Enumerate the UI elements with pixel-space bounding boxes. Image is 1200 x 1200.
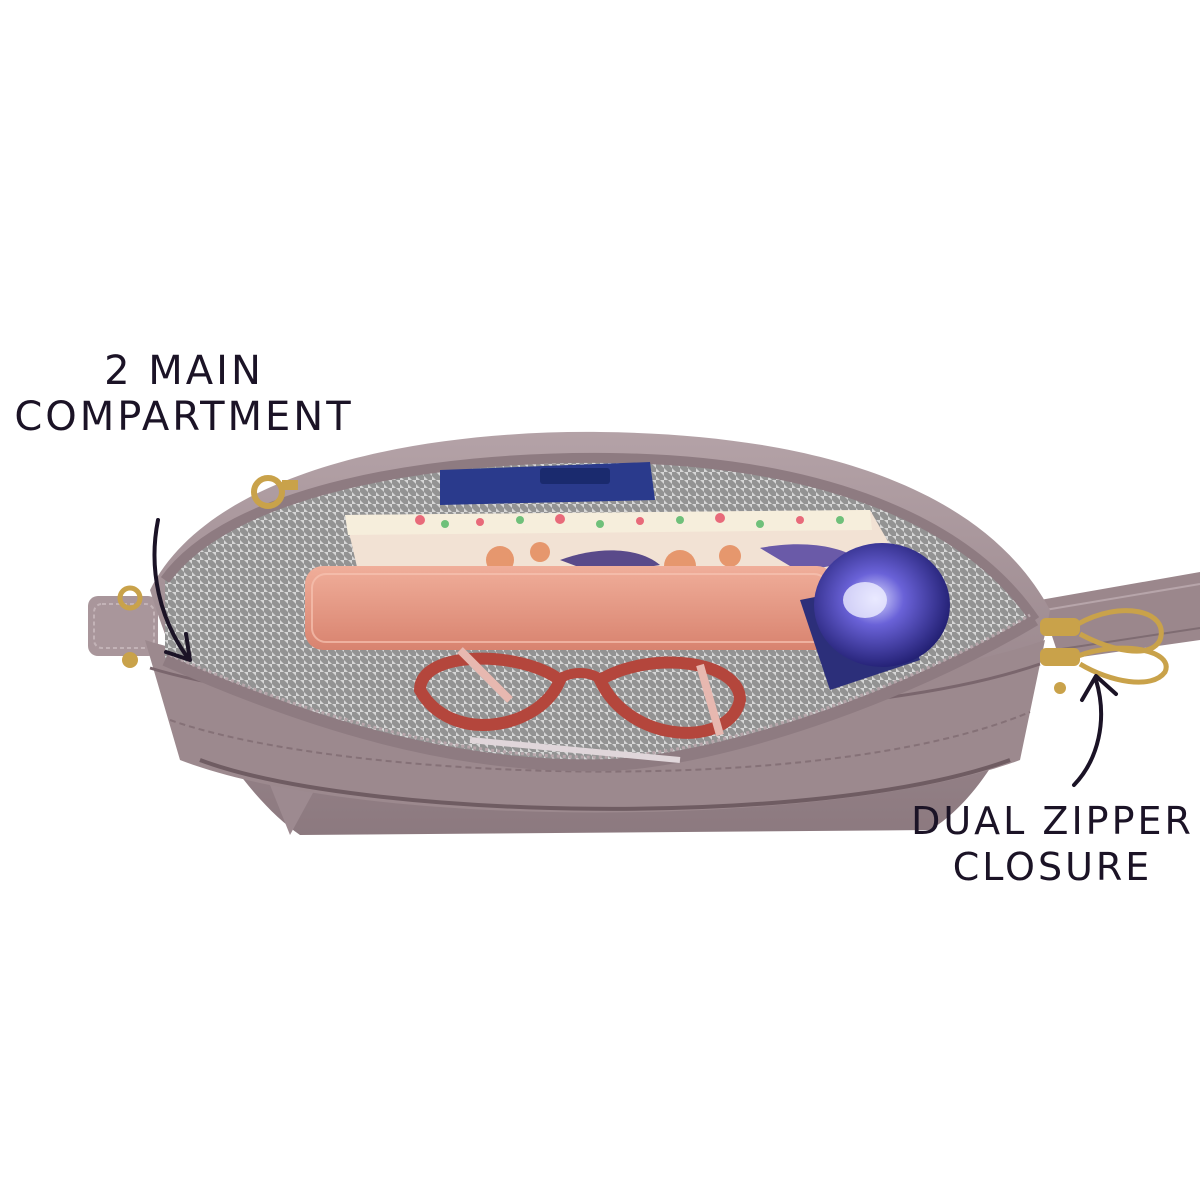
sunglasses <box>413 647 747 763</box>
zipper-pull-icon <box>1040 608 1169 694</box>
wallet <box>305 566 835 650</box>
gold-ring-icon <box>251 475 298 509</box>
arrow-left-icon <box>152 518 192 662</box>
strap-tab-left <box>88 585 158 668</box>
callout-main-compartment: 2 MAIN COMPARTMENT <box>14 348 354 440</box>
phone <box>440 462 655 505</box>
bottle <box>800 543 950 690</box>
callout-zipper-line2: CLOSURE <box>952 845 1153 889</box>
callout-main-compartment-line2: COMPARTMENT <box>14 394 354 440</box>
callout-zipper: DUAL ZIPPER CLOSURE <box>905 798 1200 890</box>
arrow-right-icon <box>1072 674 1118 787</box>
callout-main-compartment-line1: 2 MAIN <box>104 348 264 394</box>
callout-zipper-line1: DUAL ZIPPER <box>911 799 1194 843</box>
